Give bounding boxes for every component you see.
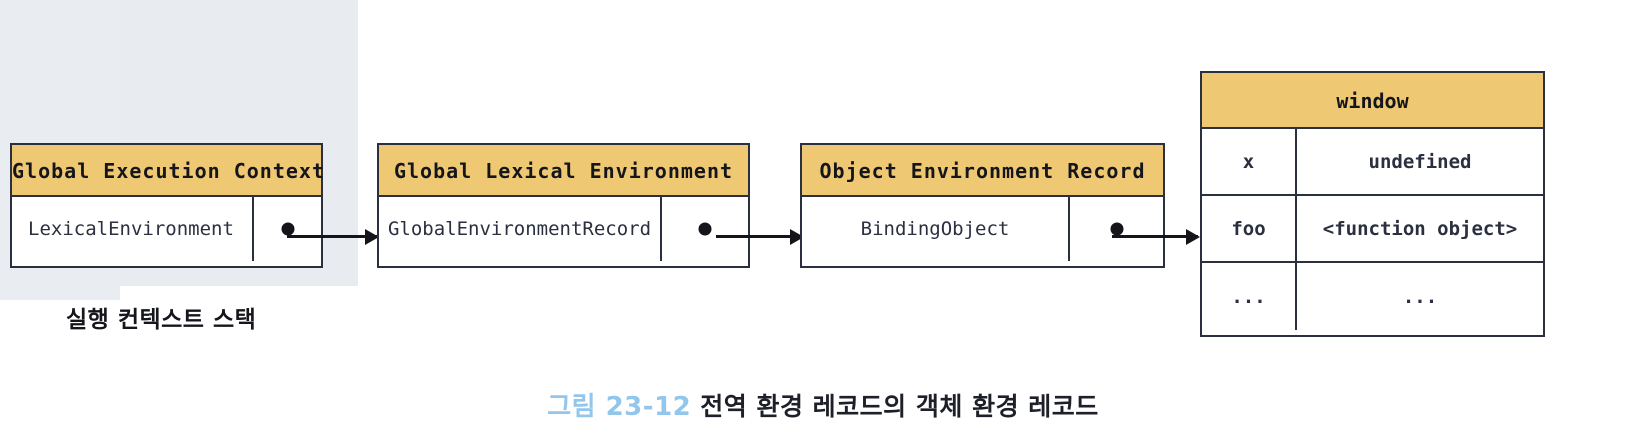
box-row-lexical-environment: LexicalEnvironment (12, 197, 321, 261)
box-row-binding-object: BindingObject (802, 197, 1163, 261)
window-row-value: undefined (1368, 150, 1472, 173)
cell-label-lexical-environment: LexicalEnvironment (28, 218, 234, 240)
pointer-dot-icon (1110, 222, 1123, 236)
box-global-execution-context: Global Execution Context LexicalEnvironm… (10, 143, 324, 268)
pointer-dot-icon (698, 222, 712, 236)
cell-pointer-lexical-environment (252, 197, 321, 261)
box-header-global-execution-context: Global Execution Context (12, 145, 324, 197)
execution-context-stack-label: 실행 컨텍스트 스택 (66, 307, 257, 333)
window-row-value: ... (1402, 285, 1438, 308)
figure-caption: 그림 23-12 전역 환경 레코드의 객체 환경 레코드 (0, 386, 1646, 423)
arrow-lexenv-to-objenv (716, 235, 802, 238)
arrow-ctx-to-lexenv (287, 235, 377, 238)
box-object-environment-record: Object Environment Record BindingObject (800, 143, 1165, 268)
window-row-key: foo (1202, 196, 1297, 261)
window-row-key: x (1202, 129, 1297, 194)
cell-label-global-environment-record: GlobalEnvironmentRecord (387, 218, 652, 240)
cell-pointer-binding-object (1068, 197, 1163, 261)
window-table-header: window (1202, 73, 1543, 129)
table-row: foo <function object> (1202, 196, 1543, 263)
cell-label-binding-object: BindingObject (860, 218, 1010, 240)
window-row-key: ... (1202, 263, 1297, 330)
box-row-global-environment-record: GlobalEnvironmentRecord (379, 197, 748, 261)
window-row-value: <function object> (1322, 217, 1518, 240)
arrow-objenv-to-window (1112, 235, 1198, 238)
box-header-global-lexical-environment: Global Lexical Environment (379, 145, 748, 197)
table-row: x undefined (1202, 129, 1543, 196)
figure-caption-text: 전역 환경 레코드의 객체 환경 레코드 (700, 392, 1099, 421)
box-global-lexical-environment: Global Lexical Environment GlobalEnviron… (377, 143, 750, 268)
figure-caption-number: 그림 23-12 (547, 392, 692, 422)
box-header-object-environment-record: Object Environment Record (802, 145, 1163, 197)
window-object-table: window x undefined foo <function object>… (1200, 71, 1545, 337)
table-row: ... ... (1202, 263, 1543, 330)
cell-pointer-global-environment-record (660, 197, 748, 261)
pointer-dot-icon (281, 222, 294, 236)
